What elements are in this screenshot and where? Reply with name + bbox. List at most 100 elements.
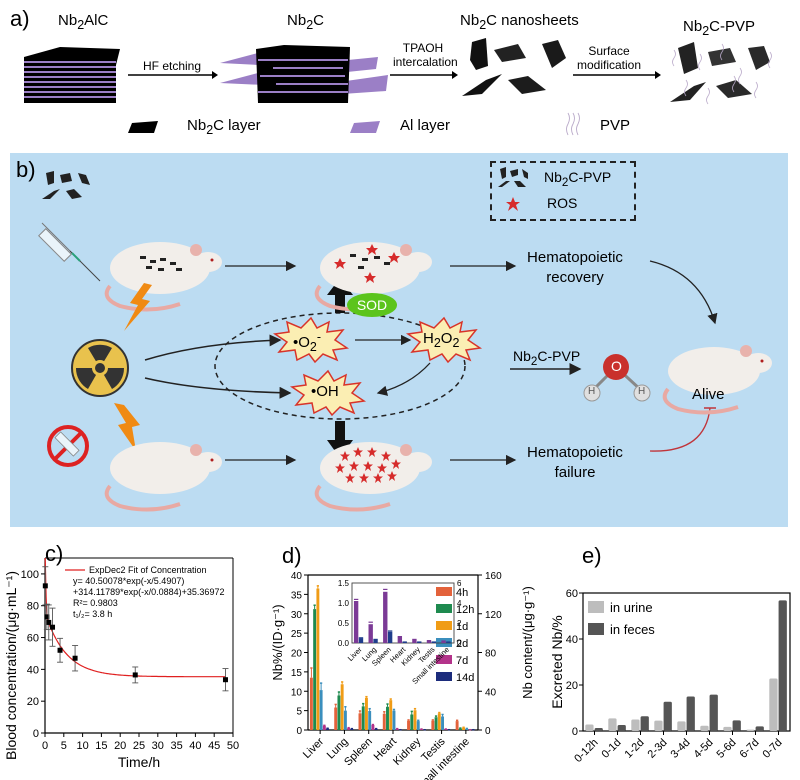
bar-2d — [392, 710, 396, 730]
half-life: t₁/₂= 3.8 h — [73, 609, 112, 619]
inset-y-tick-label-right: 2 — [457, 619, 462, 628]
legend-nb2c-pvp-label: Nb2C-PVP — [544, 169, 612, 189]
nb2c-pvp-scavenger-label: Nb2C-PVP — [513, 348, 581, 368]
legend-swatch-1d — [436, 621, 452, 630]
legend-label-4h: 4h — [456, 587, 468, 599]
bar-in-feces — [709, 694, 718, 731]
inset-y-tick-label-right: 4 — [457, 599, 462, 608]
x-tick-label: 1-2d — [623, 737, 647, 761]
bar-in-feces — [594, 728, 603, 731]
bar-in-urine — [746, 729, 755, 731]
y-tick-label-right: 120 — [485, 610, 502, 621]
stage-label-nanosheets: Nb2C nanosheets — [460, 12, 579, 32]
no-injection-icon — [47, 425, 89, 467]
x-tick-label: Liver — [301, 735, 327, 761]
legend-label-in-urine: in urine — [610, 600, 653, 615]
x-tick-label: 0-1d — [600, 737, 624, 761]
mouse-untreated-icon — [104, 442, 222, 512]
sod-enzyme-badge: SOD — [347, 293, 397, 317]
legend-label-in-feces: in feces — [610, 622, 655, 637]
stage-label-nb2c: Nb2C — [287, 12, 324, 32]
legend-label: ExpDec2 Fit of Concentration — [89, 565, 207, 575]
inset-bar-7d — [383, 591, 388, 643]
legend-ros-label: ROS — [547, 195, 578, 211]
hydrogen-atom-label-left: H — [588, 386, 596, 397]
bar-1d — [413, 710, 417, 730]
data-point — [222, 677, 228, 683]
arrow-radiation-to-superoxide — [144, 334, 282, 361]
bar-in-urine — [723, 726, 732, 731]
bar-14d — [326, 728, 330, 730]
y-tick-label-right: 160 — [485, 571, 502, 582]
bar-in-feces — [640, 716, 649, 731]
bar-2d — [368, 711, 372, 730]
legend-label-14d: 14d — [456, 672, 474, 684]
panel-e-label: e) — [582, 543, 602, 568]
inset-bar-14d — [387, 631, 393, 643]
legend-swatch-12h — [436, 604, 452, 613]
y-tick-label: 20 — [27, 696, 39, 708]
y-tick-label-left: 0 — [296, 726, 302, 737]
bar-12h — [361, 706, 365, 730]
inset-y-tick-label-left: 0.0 — [338, 639, 350, 648]
y-tick-label: 0 — [33, 728, 39, 740]
h2o2-label: H2O2 — [423, 330, 460, 350]
x-tick-label: 5 — [61, 740, 67, 752]
y-tick-label: 60 — [27, 633, 39, 645]
bar-2d — [441, 716, 444, 730]
syringe-icon — [38, 222, 101, 282]
arrow-radiation-to-hydroxyl — [144, 377, 292, 399]
bar-in-urine — [700, 725, 709, 731]
y-axis-label: Excreted Nb/% — [549, 615, 565, 708]
data-point — [50, 624, 56, 630]
nb2c-pvp-illustration — [670, 42, 772, 105]
y-tick-label: 40 — [566, 634, 578, 646]
x-tick-label: 50 — [227, 740, 239, 752]
x-tick-label: 20 — [114, 740, 126, 752]
x-tick-label: 35 — [170, 740, 182, 752]
hydroxyl-burst — [289, 369, 367, 417]
bar-in-feces — [732, 720, 741, 731]
data-point — [44, 614, 50, 620]
y-tick-label: 0 — [572, 726, 578, 738]
oxygen-atom-label: O — [611, 358, 622, 374]
nanosheets-illustration — [462, 38, 566, 96]
ros-star-icon — [506, 197, 520, 211]
bar-in-urine — [631, 719, 640, 731]
y-tick-label-left: 30 — [291, 610, 303, 621]
ros-star — [381, 451, 391, 461]
x-tick-label: 0 — [42, 740, 48, 752]
bar-in-urine — [654, 720, 663, 731]
legend-nb2c-layer: Nb2C layer — [187, 117, 261, 137]
bar-1d — [389, 700, 393, 730]
mouse-treated-icon — [104, 242, 222, 312]
x-tick-label: 0-7d — [761, 737, 785, 761]
bar-1d — [316, 588, 320, 730]
mouse-alive-icon — [662, 345, 772, 415]
inset-bar-14d — [358, 638, 364, 643]
y-tick-label-left: 35 — [291, 590, 303, 601]
r-squared: R²= 0.9803 — [73, 598, 118, 608]
inset-bar-7d — [426, 641, 432, 643]
y-tick-label: 40 — [27, 664, 39, 676]
bar-12h — [410, 714, 414, 730]
inset-bar-14d — [431, 642, 437, 643]
bar-12h — [458, 728, 462, 730]
bar-4h — [309, 677, 313, 730]
inset-y-tick-label-left: 0.5 — [338, 619, 350, 628]
nb2c-pvp-cluster-icon — [42, 171, 90, 199]
mouse-treated-irradiated-icon — [314, 242, 432, 312]
legend-swatch-in-feces — [588, 623, 604, 635]
inhibit-line — [649, 407, 711, 452]
x-tick-label: 3-4d — [669, 737, 693, 761]
y-tick-label-left: 25 — [291, 629, 303, 640]
y-tick-label: 100 — [21, 569, 39, 581]
y-tick-label: 80 — [27, 601, 39, 613]
stage-label-nb2c-pvp: Nb2C-PVP — [683, 18, 755, 38]
inset-bar-7d — [441, 641, 446, 643]
